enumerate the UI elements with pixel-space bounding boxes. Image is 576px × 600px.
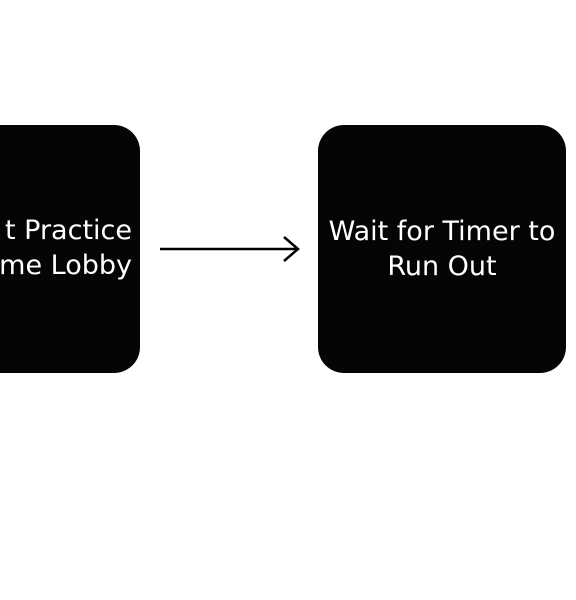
node-wait-timer-label: Wait for Timer to Run Out — [328, 216, 556, 282]
node-practice-lobby-label: t Practice me Lobby — [0, 215, 132, 281]
node-wait-timer: Wait for Timer to Run Out — [318, 125, 566, 373]
node-practice-lobby: t Practice me Lobby — [0, 125, 140, 373]
flow-arrow — [160, 236, 300, 262]
flow-arrow-head — [283, 236, 300, 262]
